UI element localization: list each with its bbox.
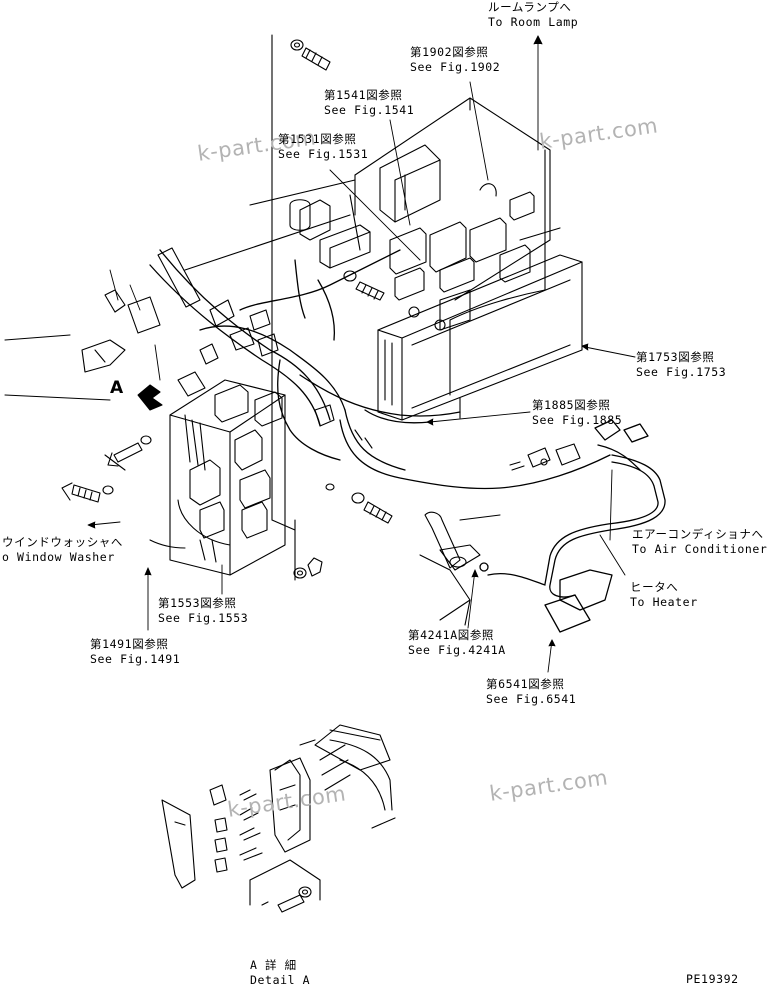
callout-room-lamp-jp: ルームランプへ bbox=[488, 0, 572, 14]
cab-panel-outline bbox=[4, 34, 551, 581]
callout-fig1491-en: See Fig.1491 bbox=[90, 652, 181, 666]
callout-room-lamp-en: To Room Lamp bbox=[488, 15, 579, 29]
callout-fig1902-jp: 第1902図参照 bbox=[410, 45, 489, 59]
callout-fig1541-jp: 第1541図参照 bbox=[324, 88, 403, 102]
left-connectors bbox=[81, 247, 279, 397]
callout-fig1753-jp: 第1753図参照 bbox=[636, 350, 715, 364]
callout-fig1553-jp: 第1553図参照 bbox=[158, 596, 237, 610]
center-bolts bbox=[293, 270, 393, 579]
callout-detail-a-jp: A 詳 細 bbox=[250, 958, 297, 972]
callout-fig1885: 第1885図参照 See Fig.1885 bbox=[532, 398, 622, 428]
top-bolt bbox=[290, 39, 331, 71]
callout-air-conditioner-jp: エアーコンディショナへ bbox=[632, 527, 764, 541]
callout-fig6541-en: See Fig.6541 bbox=[486, 692, 577, 706]
harness-clamps bbox=[314, 404, 581, 471]
view-marker-a: A bbox=[110, 378, 124, 398]
relay-block bbox=[149, 379, 286, 576]
callout-fig1902: 第1902図参照 See Fig.1902 bbox=[410, 45, 500, 75]
controller-unit bbox=[377, 254, 583, 421]
main-harness bbox=[149, 249, 611, 490]
heater-lever bbox=[419, 511, 501, 626]
callout-fig1491: 第1491図参照 See Fig.1491 bbox=[90, 637, 180, 667]
callout-detail-a: A 詳 細 Detail A bbox=[250, 958, 310, 988]
callout-fig1553-en: See Fig.1553 bbox=[158, 611, 249, 625]
callout-window-washer: ウインドウォッシャへ o Window Washer bbox=[2, 535, 123, 565]
callout-fig4241a-jp: 第4241A図参照 bbox=[408, 628, 495, 642]
callout-fig1541-en: See Fig.1541 bbox=[324, 103, 415, 117]
callout-heater-jp: ヒータへ bbox=[630, 580, 679, 594]
view-arrow-a bbox=[137, 384, 163, 411]
callout-fig4241a: 第4241A図参照 See Fig.4241A bbox=[408, 628, 506, 658]
callout-fig1491-jp: 第1491図参照 bbox=[90, 637, 169, 651]
callout-heater-en: To Heater bbox=[630, 595, 698, 609]
callout-heater: ヒータへ To Heater bbox=[630, 580, 698, 610]
callout-fig6541-jp: 第6541図参照 bbox=[486, 677, 565, 691]
callout-detail-a-en: Detail A bbox=[250, 973, 311, 987]
callout-fig1902-en: See Fig.1902 bbox=[410, 60, 501, 74]
callout-fig1885-jp: 第1885図参照 bbox=[532, 398, 611, 412]
callout-fig1531-jp: 第1531図参照 bbox=[278, 132, 357, 146]
callout-window-washer-en: o Window Washer bbox=[2, 550, 115, 564]
callout-air-conditioner: エアーコンディショナへ To Air Conditioner bbox=[632, 527, 767, 557]
callout-fig1753: 第1753図参照 See Fig.1753 bbox=[636, 350, 726, 380]
callout-fig1553: 第1553図参照 See Fig.1553 bbox=[158, 596, 248, 626]
callout-fig1531: 第1531図参照 See Fig.1531 bbox=[278, 132, 368, 162]
callout-air-conditioner-en: To Air Conditioner bbox=[632, 542, 768, 556]
upper-electrical-box bbox=[289, 144, 561, 331]
left-bolts bbox=[61, 435, 152, 503]
callout-fig4241a-en: See Fig.4241A bbox=[408, 643, 506, 657]
aircon-harness bbox=[479, 419, 666, 633]
drawing-code: PE19392 bbox=[686, 972, 739, 986]
callout-window-washer-jp: ウインドウォッシャへ bbox=[2, 535, 123, 549]
callout-fig1541: 第1541図参照 See Fig.1541 bbox=[324, 88, 414, 118]
callout-fig1531-en: See Fig.1531 bbox=[278, 147, 369, 161]
leader-lines bbox=[87, 35, 636, 673]
callout-room-lamp: ルームランプへ To Room Lamp bbox=[488, 0, 578, 30]
callout-fig1885-en: See Fig.1885 bbox=[532, 413, 623, 427]
callout-fig6541: 第6541図参照 See Fig.6541 bbox=[486, 677, 576, 707]
callout-fig1753-en: See Fig.1753 bbox=[636, 365, 727, 379]
detail-a-view bbox=[161, 724, 396, 913]
